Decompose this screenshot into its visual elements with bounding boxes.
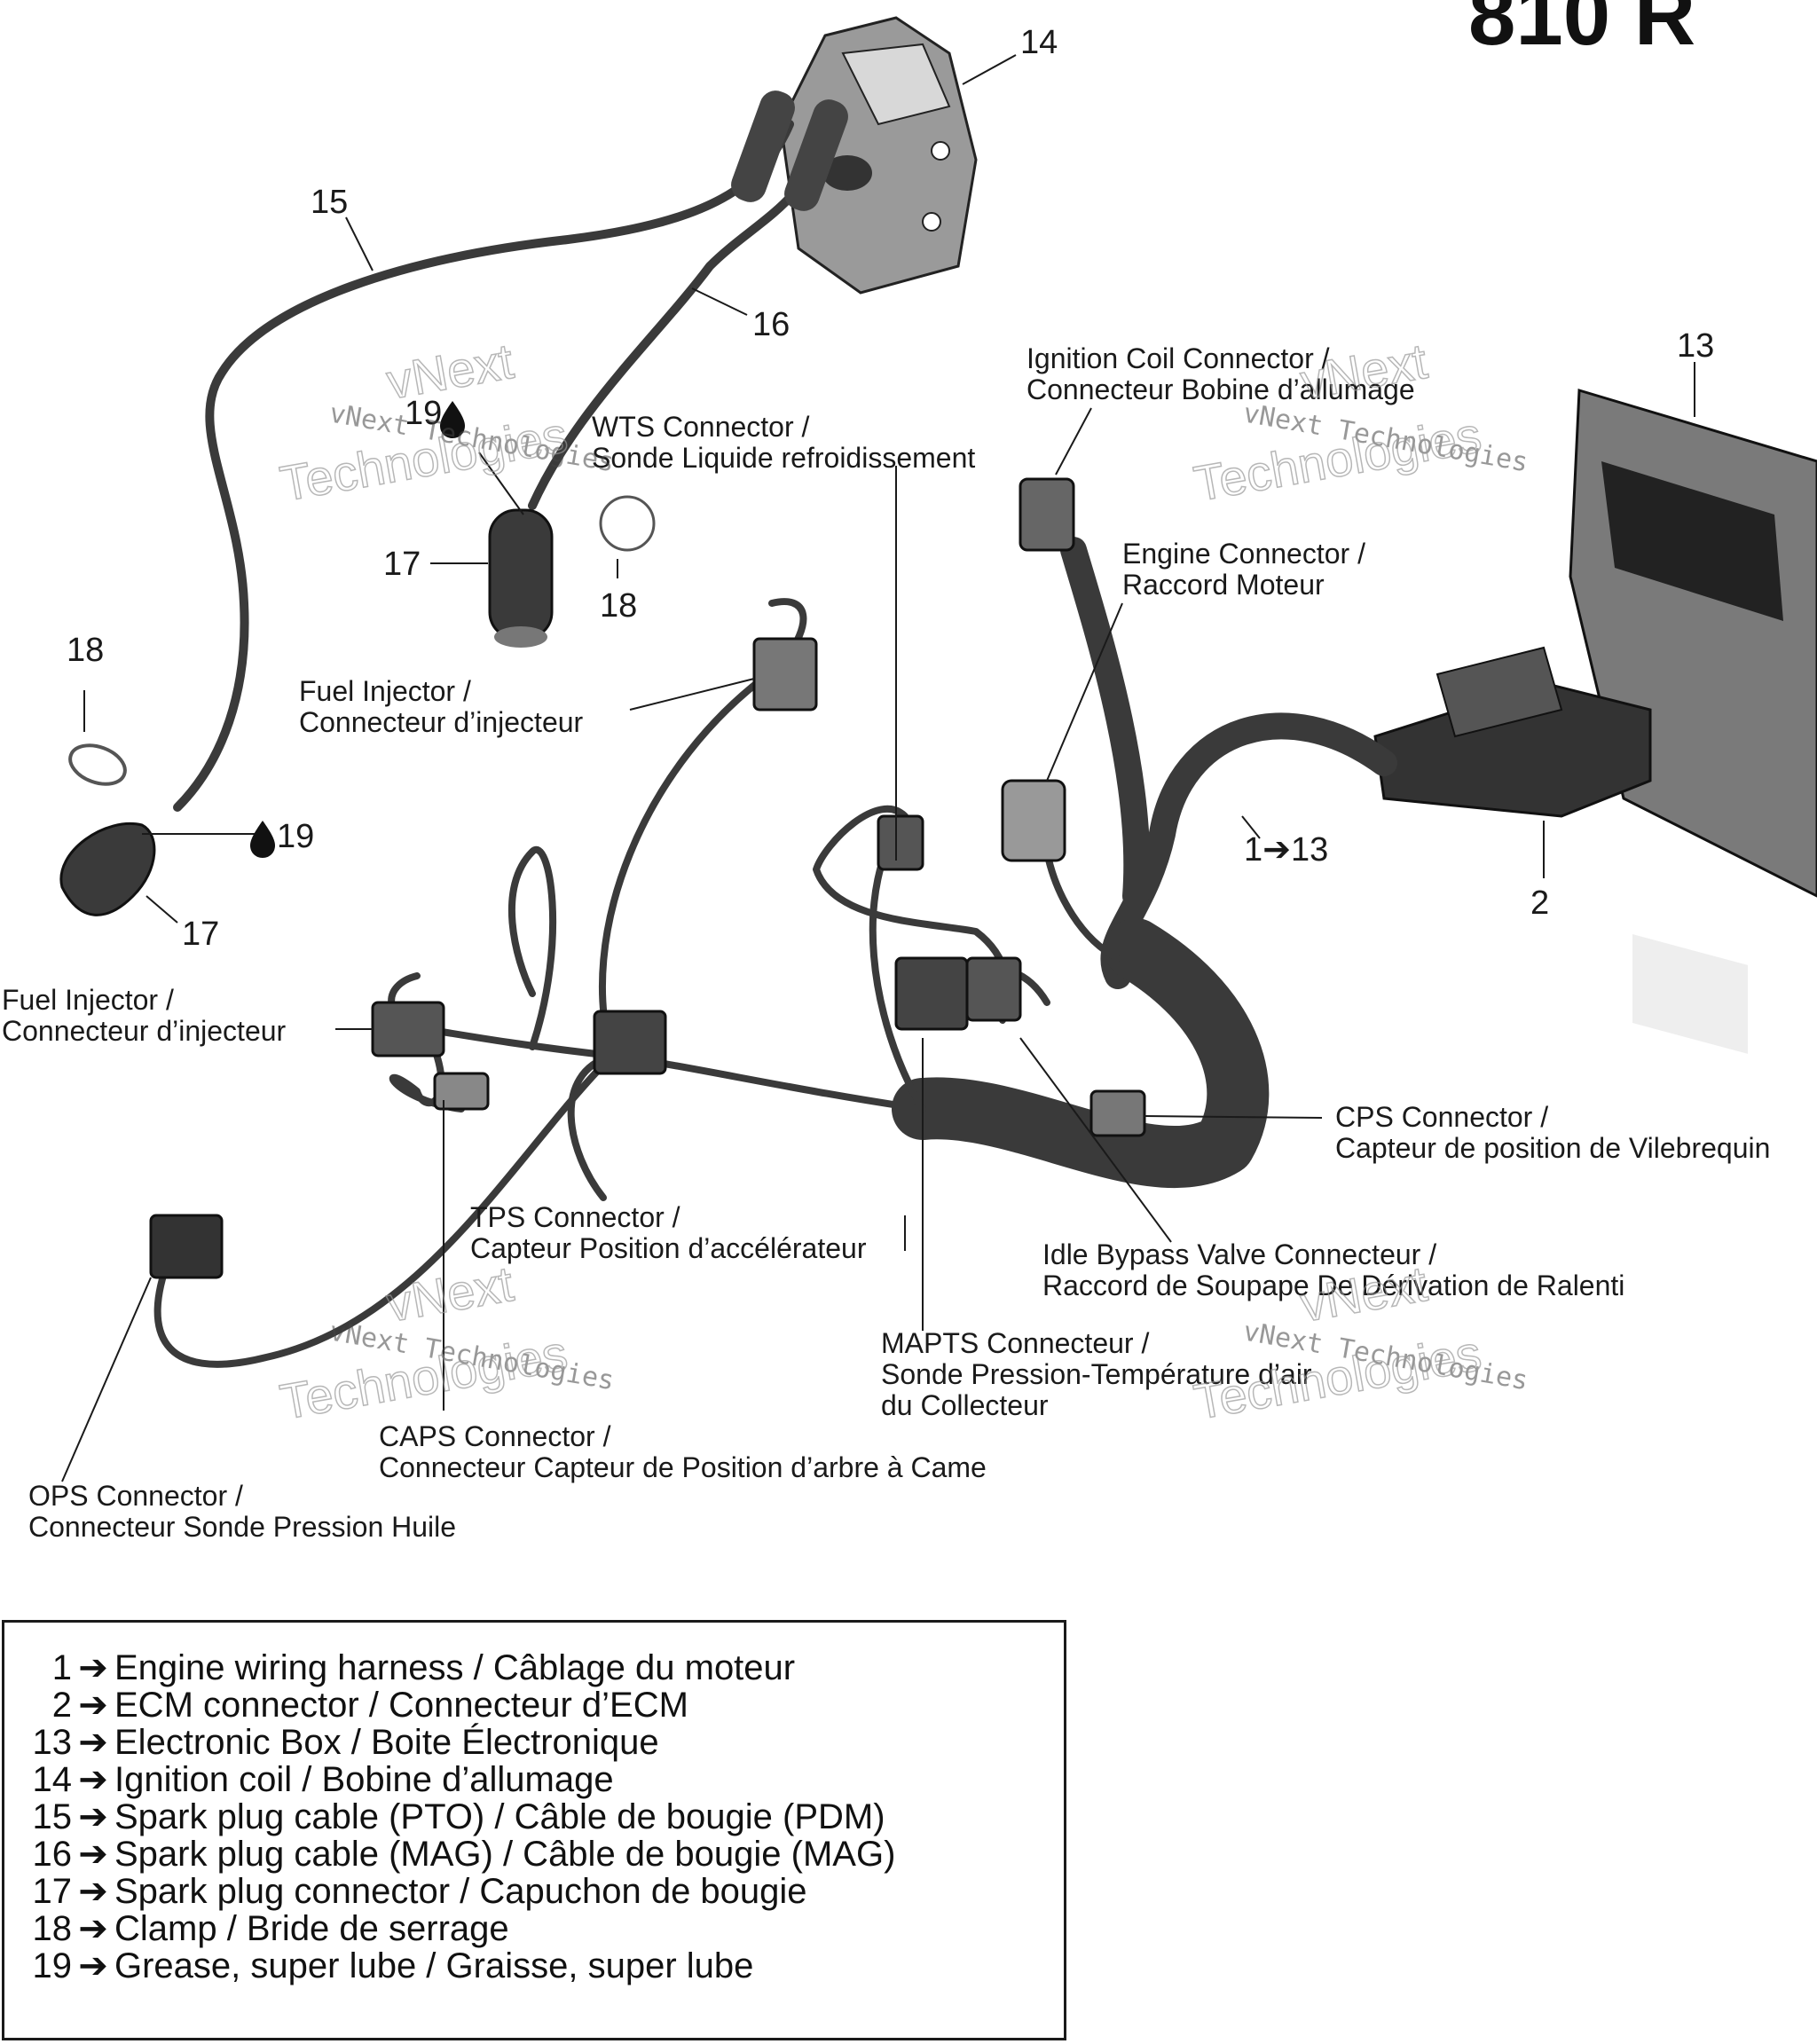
legend-item: 2➔ECM connector / Connecteur d’ECM xyxy=(51,1686,688,1725)
callout-mapts-connector: MAPTS Connecteur / Sonde Pression-Tempér… xyxy=(881,1327,1312,1421)
part-number-18-top: 18 xyxy=(600,587,637,625)
ecm-connector xyxy=(1373,646,1652,818)
callout-fuel-injector-top: Fuel Injector / Connecteur d’injecteur xyxy=(299,675,584,738)
legend-item: 13➔Electronic Box / Boite Électronique xyxy=(32,1723,659,1762)
grease-drop-icon xyxy=(440,401,465,438)
connector-idle-bypass xyxy=(965,956,1022,1022)
svg-text:Connecteur Sonde Pression Huil: Connecteur Sonde Pression Huile xyxy=(28,1511,456,1543)
spark-plug-connector-left xyxy=(59,822,156,916)
engine-wiring-harness-trunk xyxy=(892,918,1270,1189)
connector-ops xyxy=(149,1214,224,1279)
svg-text:Idle Bypass Valve Connecteur /: Idle Bypass Valve Connecteur / xyxy=(1042,1238,1436,1270)
part-number-18-left: 18 xyxy=(67,632,104,669)
leader-lines xyxy=(61,54,1695,1482)
part-number-19-top: 19 xyxy=(405,395,442,432)
ignition-coil-connector-cable xyxy=(1060,537,1151,909)
svg-text:vNext: vNext xyxy=(382,333,517,410)
svg-text:CAPS Connector /: CAPS Connector / xyxy=(379,1420,611,1452)
svg-text:du Collecteur: du Collecteur xyxy=(881,1389,1049,1421)
connector-engine xyxy=(1001,779,1066,862)
connector-tps xyxy=(593,1010,667,1075)
legend-item: 14➔Ignition coil / Bobine d’allumage xyxy=(32,1760,614,1799)
parts-legend: 1➔Engine wiring harness / Câblage du mot… xyxy=(2,1620,1066,2040)
callout-tps-connector: TPS Connector / Capteur Position d’accél… xyxy=(470,1201,867,1264)
svg-text:Connecteur d’injecteur: Connecteur d’injecteur xyxy=(299,706,584,738)
grease-drop-icon xyxy=(250,821,275,858)
connector-fuel-injector-left xyxy=(371,1001,445,1057)
svg-text:Sonde Liquide refroidissement: Sonde Liquide refroidissement xyxy=(592,442,975,474)
svg-text:Connecteur Bobine d’allumage: Connecteur Bobine d’allumage xyxy=(1026,373,1415,405)
callout-caps-connector: CAPS Connector / Connecteur Capteur de P… xyxy=(379,1420,987,1483)
part-number-16: 16 xyxy=(752,306,790,343)
legend-item: 17➔Spark plug connector / Capuchon de bo… xyxy=(32,1872,807,1911)
connector-ignition-coil xyxy=(1019,477,1075,552)
svg-text:vNext: vNext xyxy=(382,1255,517,1333)
part-number-19-left: 19 xyxy=(277,818,314,855)
legend-item: 18➔Clamp / Bride de serrage xyxy=(32,1909,509,1948)
callout-cps-connector: CPS Connector / Capteur de position de V… xyxy=(1335,1101,1770,1164)
part-number-13: 13 xyxy=(1677,327,1714,365)
connector-caps xyxy=(433,1072,490,1111)
spark-plug-connector-upper xyxy=(488,508,554,648)
svg-text:Capteur de position de Vilebre: Capteur de position de Vilebrequin xyxy=(1335,1132,1770,1164)
part-number-17-top: 17 xyxy=(383,546,421,583)
clamp-left xyxy=(68,743,127,786)
svg-text:Sonde Pression-Température d’a: Sonde Pression-Température d’air xyxy=(881,1358,1312,1390)
callout-idle-bypass-valve: Idle Bypass Valve Connecteur / Raccord d… xyxy=(1042,1238,1624,1301)
svg-text:Ignition Coil Connector /: Ignition Coil Connector / xyxy=(1026,342,1330,374)
spark-plug-cable-pto xyxy=(173,120,794,812)
legend-item: 15➔Spark plug cable (PTO) / Câble de bou… xyxy=(32,1797,885,1836)
svg-text:CPS Connector /: CPS Connector / xyxy=(1335,1101,1548,1133)
callout-ops-connector: OPS Connector / Connecteur Sonde Pressio… xyxy=(28,1480,456,1543)
svg-text:Fuel Injector /: Fuel Injector / xyxy=(299,675,471,707)
callout-wts-connector: WTS Connector / Sonde Liquide refroidiss… xyxy=(592,411,975,474)
legend-item: 1➔Engine wiring harness / Câblage du mot… xyxy=(51,1648,796,1687)
part-number-2: 2 xyxy=(1530,884,1549,922)
svg-text:Connecteur Capteur de Position: Connecteur Capteur de Position d’arbre à… xyxy=(379,1451,987,1483)
diagram-title: 810 R xyxy=(1468,0,1695,63)
watermark-top-left: vNext vNext Technologies Technologies xyxy=(275,332,616,512)
ignition-coil xyxy=(779,16,978,295)
svg-text:Connecteur d’injecteur: Connecteur d’injecteur xyxy=(2,1015,287,1047)
legend-item: 16➔Spark plug cable (MAG) / Câble de bou… xyxy=(32,1835,896,1874)
part-number-1-to-13: 1➔13 xyxy=(1244,831,1328,869)
connector-mapts xyxy=(894,956,969,1031)
svg-text:MAPTS Connecteur /: MAPTS Connecteur / xyxy=(881,1327,1149,1359)
callout-engine-connector: Engine Connector / Raccord Moteur xyxy=(1122,538,1365,601)
svg-text:Raccord Moteur: Raccord Moteur xyxy=(1122,569,1325,601)
connector-cps xyxy=(1089,1089,1146,1137)
svg-text:Raccord de Soupape De Dérivati: Raccord de Soupape De Dérivation de Rale… xyxy=(1042,1270,1624,1301)
connector-fuel-injector-top xyxy=(752,637,818,711)
svg-text:OPS Connector /: OPS Connector / xyxy=(28,1480,243,1512)
part-number-17-left: 17 xyxy=(182,916,219,953)
callout-ignition-coil-connector: Ignition Coil Connector / Connecteur Bob… xyxy=(1026,342,1415,405)
callout-fuel-injector-left: Fuel Injector / Connecteur d’injecteur xyxy=(2,984,287,1047)
clamp-upper xyxy=(599,495,656,552)
svg-text:TPS Connector /: TPS Connector / xyxy=(470,1201,680,1233)
connector-wts xyxy=(877,814,924,871)
svg-text:Engine Connector /: Engine Connector / xyxy=(1122,538,1365,570)
part-number-15: 15 xyxy=(311,184,348,221)
svg-text:WTS Connector /: WTS Connector / xyxy=(592,411,810,443)
watermark-bottom-left: vNext vNext Technologies Technologies xyxy=(275,1254,616,1430)
legend-item: 19➔Grease, super lube / Graisse, super l… xyxy=(32,1946,754,1985)
svg-text:Fuel Injector /: Fuel Injector / xyxy=(2,984,174,1016)
part-number-14: 14 xyxy=(1020,24,1058,61)
svg-text:Capteur Position d’accélérateu: Capteur Position d’accélérateur xyxy=(470,1232,867,1264)
